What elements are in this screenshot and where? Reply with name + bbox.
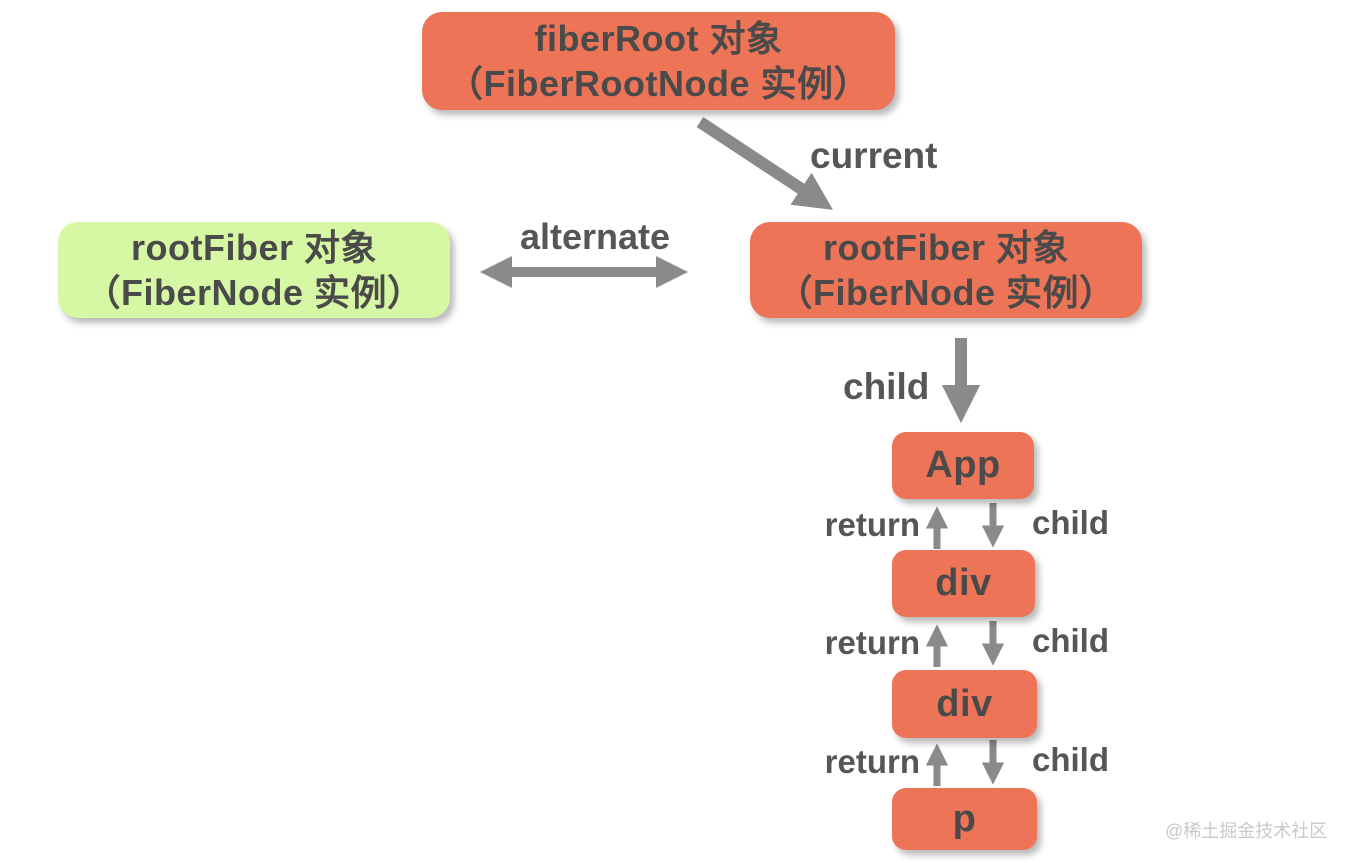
root-fiber-right-line2: （FiberNode 实例） (776, 272, 1116, 313)
child-edge-label-1: child (1032, 504, 1110, 541)
root-fiber-right-line1: rootFiber 对象 (823, 227, 1069, 268)
root-fiber-right-node: rootFiber 对象 （FiberNode 实例） (750, 222, 1142, 318)
return-edge-label-3: return (824, 743, 920, 780)
fiber-root-line1: fiberRoot 对象 (534, 18, 783, 59)
div-node-1: div (892, 550, 1035, 617)
app-node-label: App (925, 444, 1001, 486)
p-node-label: p (952, 797, 977, 840)
p-node: p (892, 788, 1037, 850)
root-fiber-left-node: rootFiber 对象 （FiberNode 实例） (58, 222, 450, 318)
return-edge-label-2: return (824, 624, 920, 661)
child-edge-label-2: child (1032, 622, 1110, 659)
alternate-edge-label: alternate (519, 216, 671, 257)
div-node-2-label: div (936, 682, 993, 725)
app-node: App (892, 432, 1034, 499)
return-edge-label-1: return (824, 506, 920, 543)
fiber-root-node: fiberRoot 对象 （FiberRootNode 实例） (422, 12, 895, 110)
div-node-2: div (892, 670, 1037, 738)
fiber-root-line2: （FiberRootNode 实例） (447, 63, 870, 104)
root-fiber-left-line1: rootFiber 对象 (131, 227, 377, 268)
current-arrow (696, 116, 834, 210)
child-edge-label-3: child (1032, 741, 1110, 778)
div-node-1-label: div (935, 562, 992, 604)
child-root-edge-label: child (843, 366, 930, 407)
root-fiber-left-line2: （FiberNode 实例） (84, 272, 424, 313)
watermark: @稀土掘金技术社区 (1165, 821, 1328, 841)
current-edge-label: current (810, 135, 938, 176)
